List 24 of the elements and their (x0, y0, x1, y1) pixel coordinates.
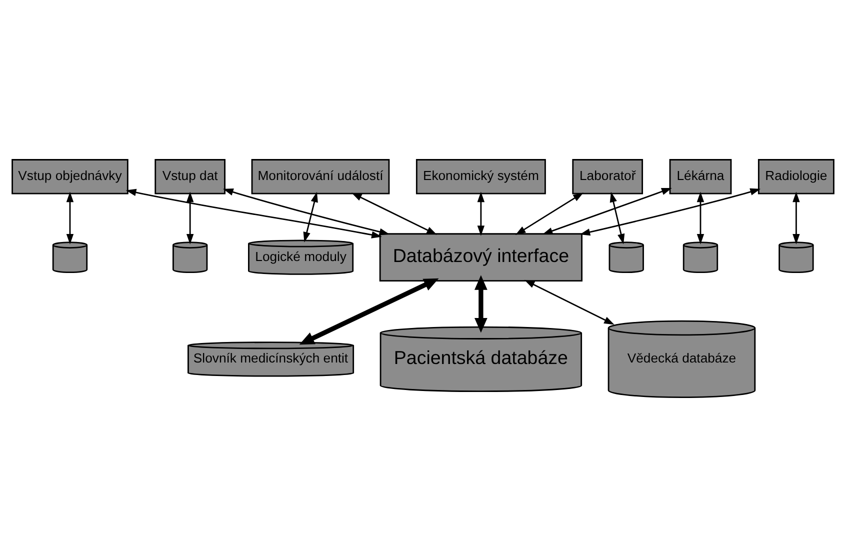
arrow (580, 188, 761, 236)
arrow (515, 192, 584, 234)
arrow (792, 191, 800, 244)
arrow (66, 191, 74, 244)
arrow (610, 191, 625, 244)
node-box: Vstup dat (154, 158, 226, 194)
arrow (474, 274, 488, 332)
arrow (542, 187, 672, 234)
node-box: Databázový interface (379, 232, 582, 281)
node-box: Radiologie (758, 158, 834, 194)
arrow (696, 191, 704, 244)
arrow (351, 192, 437, 234)
arrow (477, 191, 485, 236)
arrow (303, 191, 318, 242)
arrow (222, 188, 390, 235)
arrow (524, 279, 614, 324)
node-box: Ekonomický systém (416, 158, 546, 194)
node-box: Laboratoř (572, 158, 644, 194)
node-box: Monitorování událostí (251, 158, 390, 194)
arrow (299, 278, 439, 344)
arrow (126, 188, 382, 238)
arrow (186, 191, 194, 244)
node-box: Lékárna (669, 158, 732, 194)
node-box: Vstup objednávky (12, 158, 128, 194)
